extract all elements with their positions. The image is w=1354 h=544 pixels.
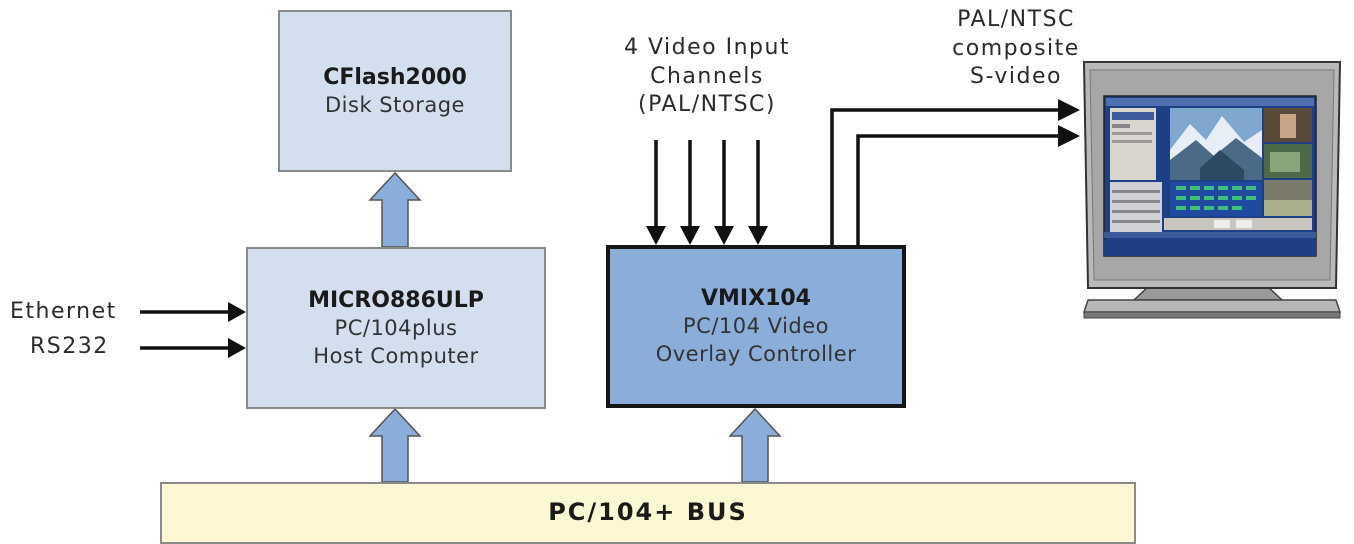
cflash-storage-block: CFlash2000 Disk Storage <box>278 10 512 172</box>
rs232-label: RS232 <box>30 334 109 359</box>
video-output-label-line1: PAL/NTSC <box>957 7 1075 32</box>
monitor-icon <box>1082 61 1342 319</box>
video-output-label: PAL/NTSC composite S-video <box>926 6 1106 92</box>
host-computer-title: MICRO886ULP <box>308 287 484 313</box>
host-computer-block: MICRO886ULP PC/104plus Host Computer <box>246 247 546 409</box>
bus-title: PC/104+ BUS <box>548 498 748 527</box>
micro-to-cflash-arrow <box>368 171 422 248</box>
video-input-label-line1: 4 Video Input <box>623 35 791 60</box>
host-computer-line2: Host Computer <box>313 343 479 368</box>
ethernet-label: Ethernet <box>10 299 117 324</box>
host-computer-line1: PC/104plus <box>334 315 458 340</box>
bus-to-micro-arrow <box>368 407 422 483</box>
cflash-title: CFlash2000 <box>323 64 467 90</box>
video-input-label-line2: Channels <box>650 63 764 89</box>
video-overlay-title: VMIX104 <box>701 286 811 312</box>
video-overlay-block: VMIX104 PC/104 Video Overlay Controller <box>606 245 906 408</box>
cflash-subtitle: Disk Storage <box>325 92 465 117</box>
bus-to-vmix-arrow <box>728 407 782 483</box>
video-output-label-line3: S-video <box>970 64 1062 90</box>
video-input-label: 4 Video Input Channels (PAL/NTSC) <box>596 34 818 120</box>
video-input-label-line3: (PAL/NTSC) <box>638 92 776 118</box>
video-overlay-line1: PC/104 Video <box>683 314 829 339</box>
video-output-label-line2: composite <box>952 35 1080 61</box>
video-overlay-line2: Overlay Controller <box>655 342 857 367</box>
video-input-arrows <box>646 140 768 245</box>
video-output-arrows <box>830 108 1060 245</box>
pc104-bus-block: PC/104+ BUS <box>160 482 1136 544</box>
